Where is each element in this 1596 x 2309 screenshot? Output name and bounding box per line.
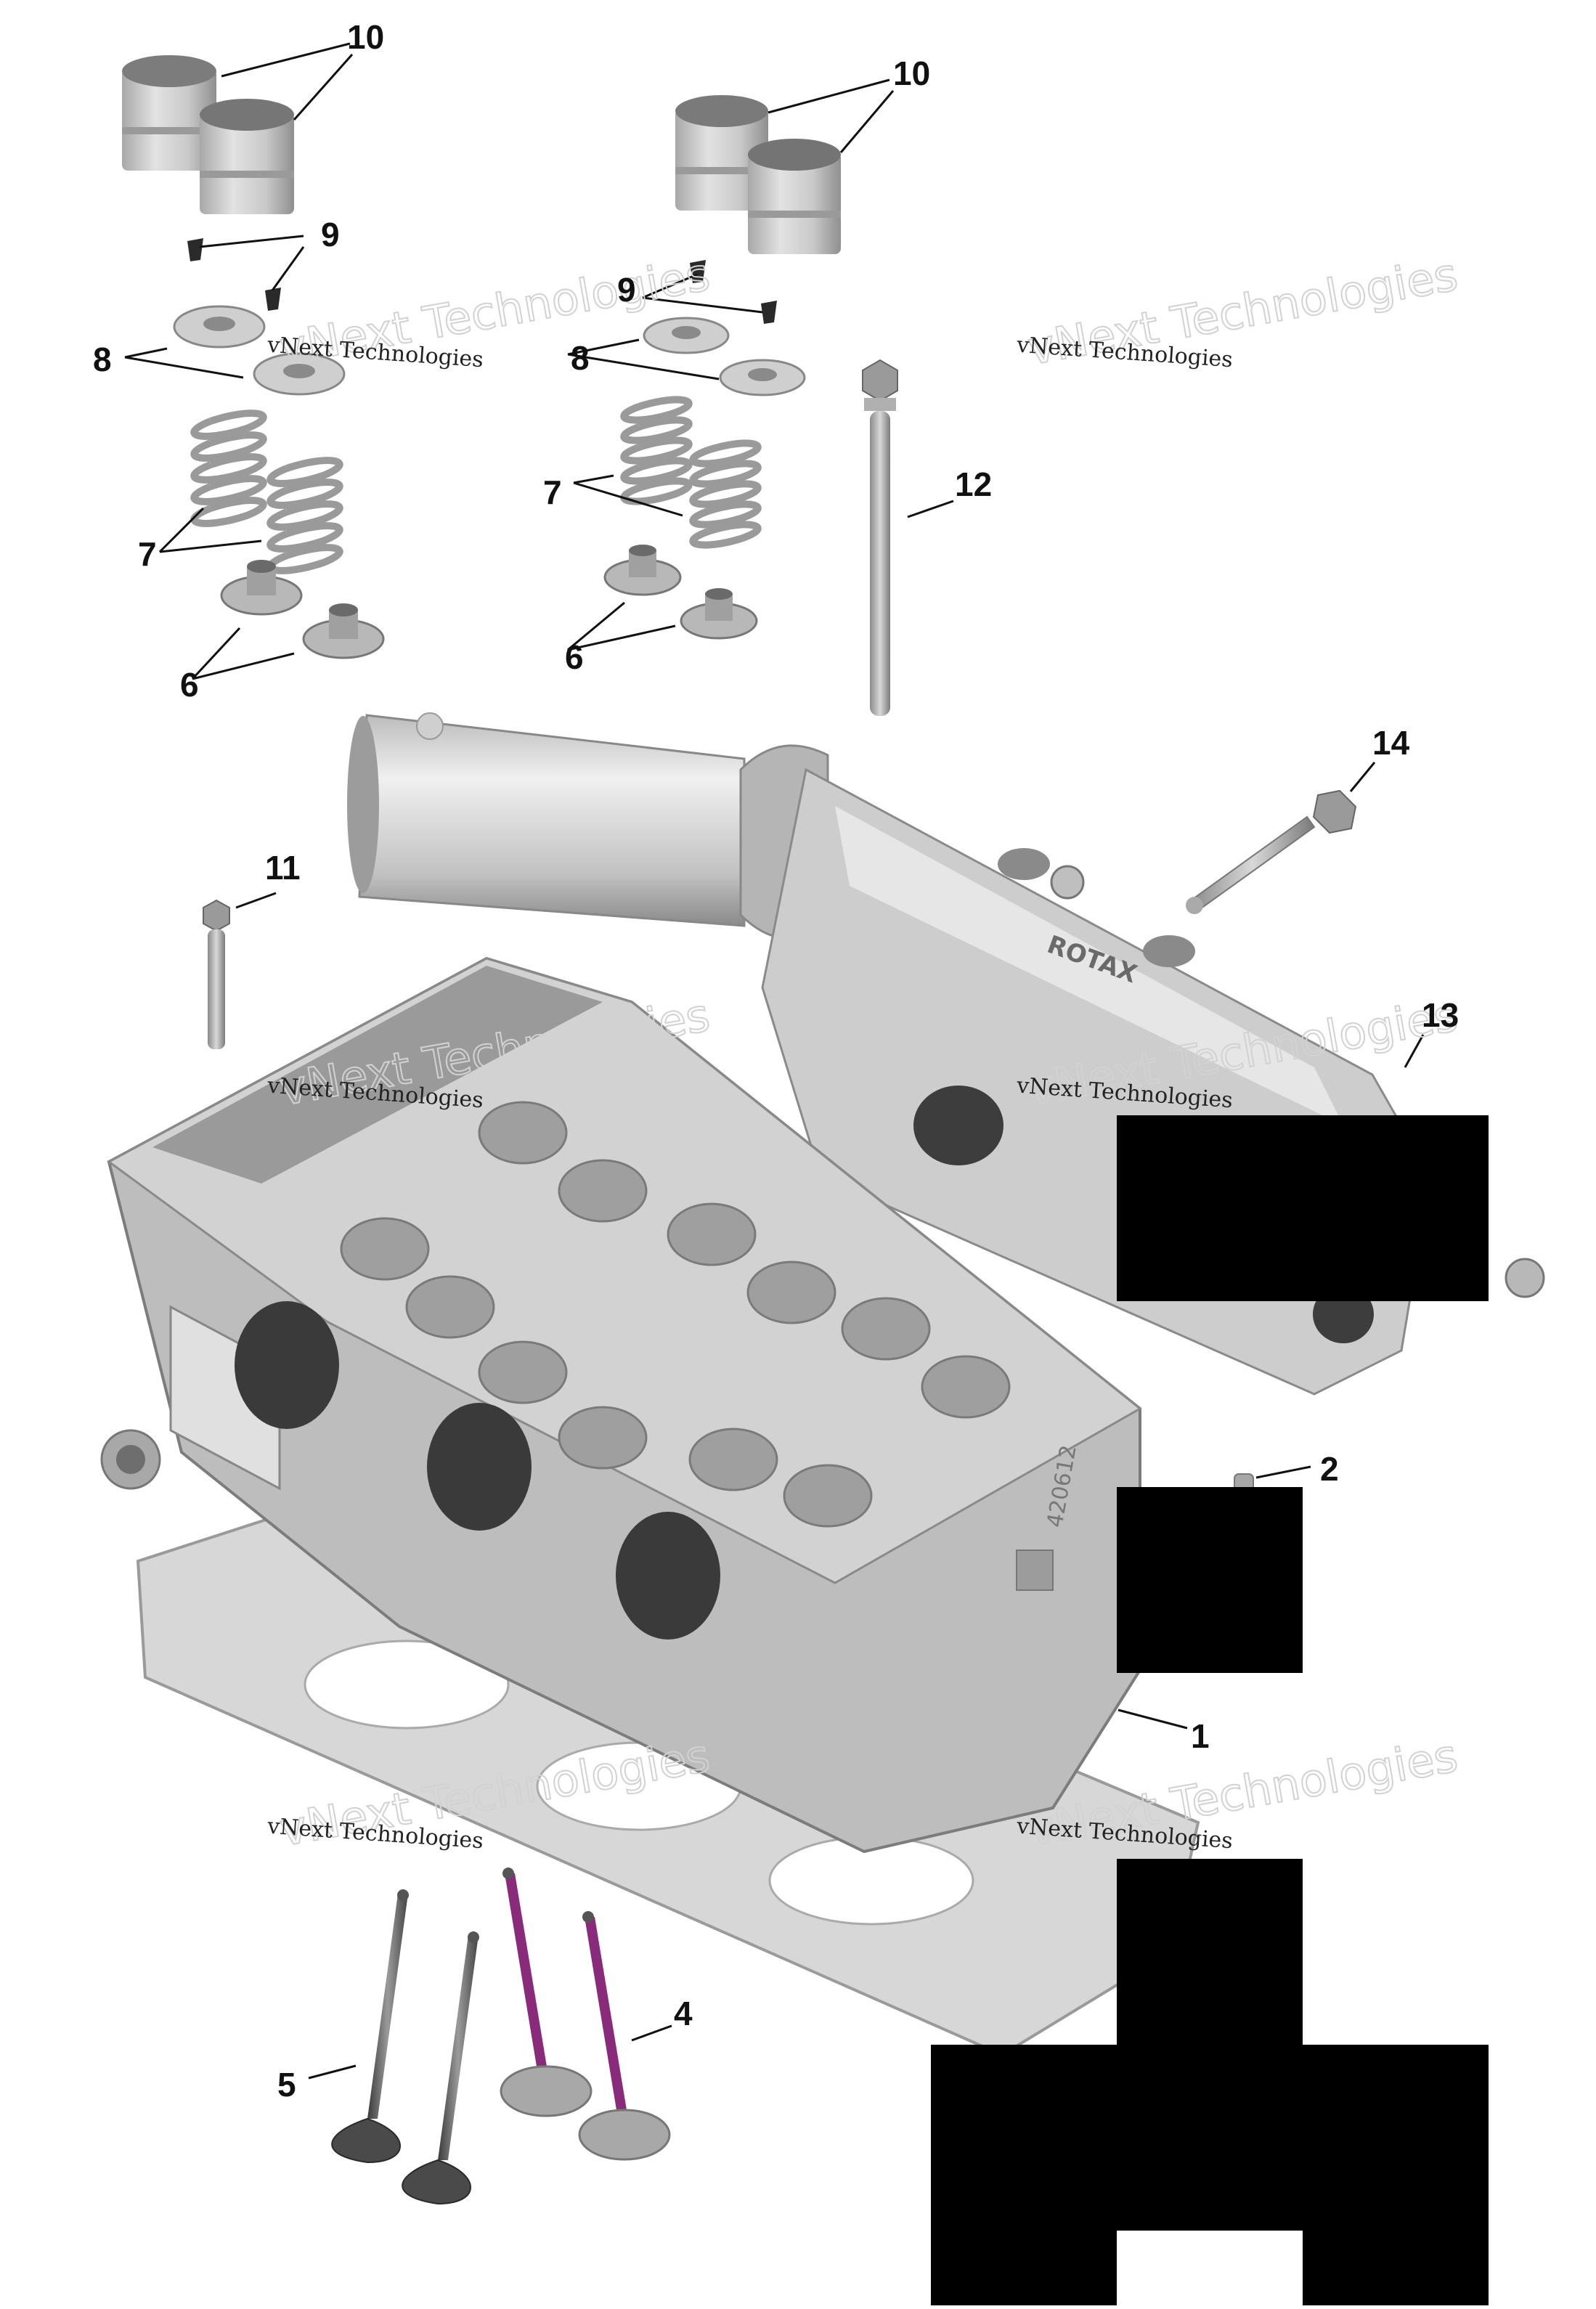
leader-lines	[124, 42, 1425, 2080]
tappet	[675, 95, 768, 211]
valve-stem-seals-right	[603, 545, 758, 640]
callout-7-spring-right: 7	[543, 473, 562, 511]
callout-9-keeper-left: 9	[321, 216, 340, 253]
callout-11-short-bolt: 11	[265, 849, 301, 887]
callout-13-camshaft-carrier: 13	[1422, 996, 1459, 1034]
callout-8-retainer-left: 8	[93, 341, 112, 378]
callout-14-carrier-bolt: 14	[1372, 724, 1410, 762]
tappet	[748, 139, 841, 254]
callout-10-tappet-right: 10	[893, 54, 931, 92]
exhaust-valve	[402, 1931, 479, 2205]
callout-5-exhaust-valve: 5	[277, 2066, 296, 2104]
callout-12-long-bolt: 12	[955, 465, 993, 503]
cylinder-head: 420612	[100, 956, 1142, 1854]
redaction-block	[931, 2231, 1117, 2305]
intake-valve	[500, 1868, 593, 2117]
redaction-block	[931, 2045, 1489, 2231]
tappet-group-left	[122, 55, 294, 214]
redaction-block	[1117, 1859, 1303, 2045]
callout-8-retainer-right: 8	[571, 339, 590, 377]
callout-6-seal-left: 6	[180, 666, 199, 704]
callout-1-cylinder-head: 1	[1191, 1717, 1210, 1755]
callout-9-keeper-right: 9	[617, 271, 636, 309]
short-head-bolt	[203, 899, 230, 1049]
tappet	[122, 55, 216, 171]
valve-keepers-left	[187, 238, 281, 311]
valve-keepers-right	[690, 260, 777, 324]
exhaust-valve	[331, 1889, 409, 2164]
redaction-block	[1117, 1487, 1303, 1673]
combustion-chambers	[340, 1101, 1011, 1528]
intake-valve	[578, 1911, 671, 2161]
callout-10-tappet-left: 10	[347, 18, 385, 56]
exhaust-ports	[169, 1301, 720, 1640]
callout-6-seal-right: 6	[565, 638, 584, 676]
spring-retainers-right	[643, 317, 806, 396]
long-head-bolt	[862, 359, 898, 716]
redaction-block	[1303, 2231, 1489, 2305]
valve-springs-right	[620, 396, 762, 549]
tappet-group-right	[675, 95, 841, 254]
spring-retainers-left	[173, 305, 346, 396]
camshaft-carrier-bolt	[1186, 789, 1357, 914]
redaction-block	[1117, 1115, 1489, 1301]
callout-7-spring-left: 7	[138, 535, 157, 573]
callout-2-dowel: 2	[1320, 1450, 1339, 1488]
valve-springs-left	[190, 410, 343, 574]
tappet	[200, 99, 294, 214]
callout-4-intake-valve: 4	[674, 1995, 693, 2032]
valve-stem-seals-left	[220, 560, 385, 659]
